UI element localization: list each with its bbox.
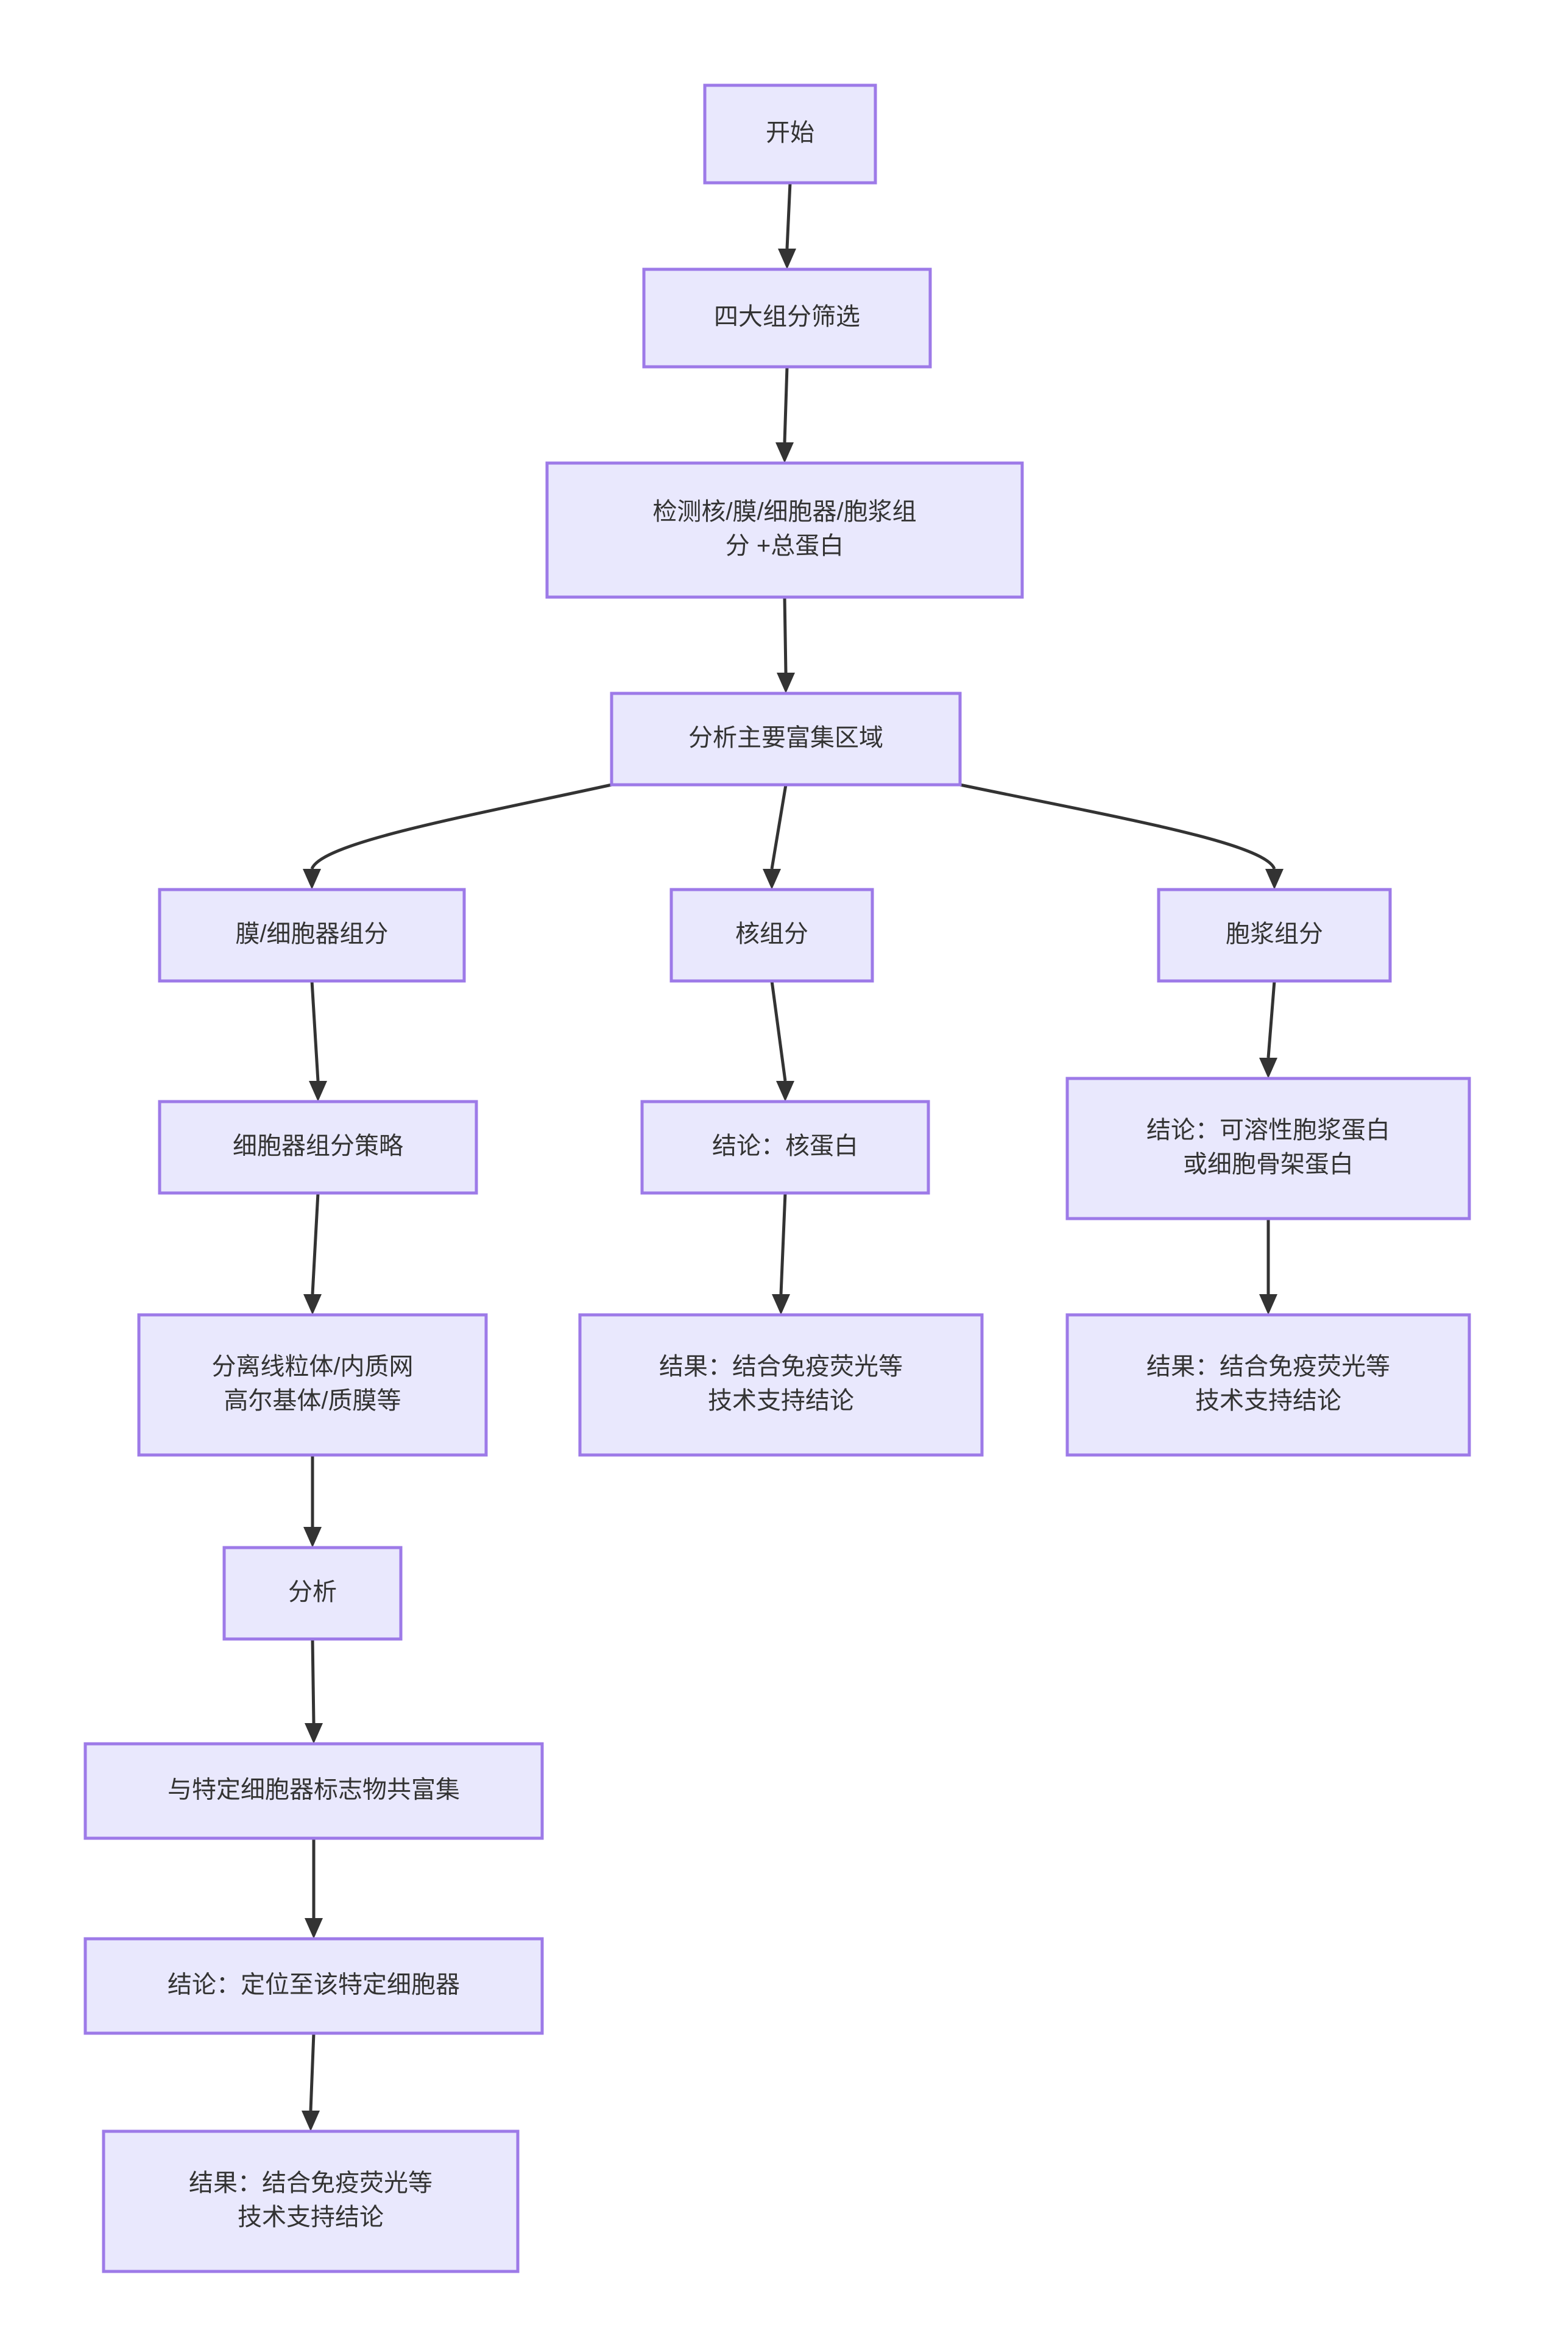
nuclear-result-node-label: 结果：结合免疫荧光等技术支持结论 xyxy=(659,1353,903,1414)
cytosolic-fraction-node-label: 胞浆组分 xyxy=(1226,921,1323,947)
organelle-result-node[interactable]: 结果：结合免疫荧光等技术支持结论 xyxy=(102,2129,520,2273)
nuclear-protein-conclusion-node[interactable]: 结论：核蛋白 xyxy=(640,1100,930,1195)
cytosolic-protein-conclusion-node-label: 结论：可溶性胞浆蛋白或细胞骨架蛋白 xyxy=(1146,1117,1390,1178)
isolate-organelles-node-label: 分离线粒体/内质网高尔基体/质膜等 xyxy=(211,1353,413,1414)
edge-nuclear-to-conclusion xyxy=(770,980,794,1102)
cytosolic-protein-conclusion-node[interactable]: 结论：可溶性胞浆蛋白或细胞骨架蛋白 xyxy=(1065,1077,1471,1220)
edge-region-to-nuclear-line xyxy=(770,784,788,869)
edge-membrane-to-strategy xyxy=(309,980,327,1102)
edge-screen-to-detect xyxy=(775,366,794,463)
edge-conclusion-to-result-line xyxy=(309,2033,316,2111)
edge-start-to-screen-line xyxy=(785,182,792,249)
nuclear-result-node-box[interactable] xyxy=(578,1313,984,1457)
organelle-result-node-box[interactable] xyxy=(102,2129,520,2273)
edge-cytosol-conclusion-to-result-arrowhead xyxy=(1259,1294,1277,1315)
organelle-result-node-label: 结果：结合免疫荧光等技术支持结论 xyxy=(189,2170,433,2231)
nuclear-protein-conclusion-node-box[interactable] xyxy=(640,1100,930,1195)
analyze-node[interactable]: 分析 xyxy=(222,1546,403,1641)
organelle-fraction-strategy-node-box[interactable] xyxy=(158,1100,478,1195)
detect-fractions-node[interactable]: 检测核/膜/细胞器/胞浆组分 +总蛋白 xyxy=(545,461,1024,599)
edge-detect-to-analyze-region xyxy=(777,596,795,693)
cytosolic-protein-conclusion-node-box[interactable] xyxy=(1065,1077,1471,1220)
organelle-localization-conclusion-node-label: 结论：定位至该特定细胞器 xyxy=(168,1971,460,1998)
edge-cytosol-to-conclusion-arrowhead xyxy=(1259,1058,1277,1078)
edge-start-to-screen-arrowhead xyxy=(778,249,796,269)
organelle-fraction-strategy-node[interactable]: 细胞器组分策略 xyxy=(158,1100,478,1195)
analyze-enrichment-region-node[interactable]: 分析主要富集区域 xyxy=(610,692,962,787)
isolate-organelles-node[interactable]: 分离线粒体/内质网高尔基体/质膜等 xyxy=(137,1313,488,1457)
membrane-organelle-fraction-node-box[interactable] xyxy=(158,888,466,983)
analyze-enrichment-region-node-label: 分析主要富集区域 xyxy=(688,724,883,751)
isolate-organelles-node-box[interactable] xyxy=(137,1313,488,1457)
organelle-localization-conclusion-node-box[interactable] xyxy=(83,1937,544,2035)
nuclear-protein-conclusion-node-label: 结论：核蛋白 xyxy=(712,1133,858,1159)
edge-strategy-to-isolate-line xyxy=(311,1192,320,1295)
cytosolic-result-node-box[interactable] xyxy=(1065,1313,1471,1457)
co-enrichment-marker-node[interactable]: 与特定细胞器标志物共富集 xyxy=(83,1742,544,1840)
edge-cytosol-to-conclusion-line xyxy=(1266,980,1276,1058)
organelle-localization-conclusion-node[interactable]: 结论：定位至该特定细胞器 xyxy=(83,1937,544,2035)
organelle-fraction-strategy-node-label: 细胞器组分策略 xyxy=(233,1133,403,1159)
membrane-organelle-fraction-node-label: 膜/细胞器组分 xyxy=(235,921,388,947)
edge-cytosol-to-conclusion xyxy=(1259,980,1277,1078)
edge-nuclear-to-conclusion-arrowhead xyxy=(776,1081,794,1102)
edge-detect-to-analyze-region-line xyxy=(783,596,788,673)
edge-analyze-to-co-enrich-line xyxy=(311,1638,316,1724)
edge-region-to-membrane-line xyxy=(310,783,612,870)
edges-layer xyxy=(302,182,1284,2131)
edge-analyze-to-co-enrich-arrowhead xyxy=(305,1723,323,1744)
edge-strategy-to-isolate xyxy=(303,1192,322,1315)
detect-fractions-node-box[interactable] xyxy=(545,461,1024,599)
analyze-enrichment-region-node-box[interactable] xyxy=(610,692,962,787)
edge-detect-to-analyze-region-arrowhead xyxy=(777,673,795,693)
four-fraction-screening-node-label: 四大组分筛选 xyxy=(714,303,860,330)
four-fraction-screening-node[interactable]: 四大组分筛选 xyxy=(642,267,932,369)
four-fraction-screening-node-box[interactable] xyxy=(642,267,932,369)
edge-nuclear-to-conclusion-line xyxy=(770,980,787,1081)
edge-cytosol-conclusion-to-result xyxy=(1259,1219,1277,1315)
cytosolic-result-node[interactable]: 结果：结合免疫荧光等技术支持结论 xyxy=(1065,1313,1471,1457)
edge-conclusion-to-result xyxy=(302,2033,320,2131)
edge-region-to-membrane-arrowhead xyxy=(303,869,321,890)
edge-strategy-to-isolate-arrowhead xyxy=(303,1294,322,1315)
edge-screen-to-detect-arrowhead xyxy=(775,442,794,463)
edge-co-enrich-to-conclusion-arrowhead xyxy=(305,1918,323,1939)
nuclear-result-node[interactable]: 结果：结合免疫荧光等技术支持结论 xyxy=(578,1313,984,1457)
edge-region-to-membrane xyxy=(303,783,612,890)
edge-isolate-to-analyze-arrowhead xyxy=(303,1527,322,1548)
edge-membrane-to-strategy-arrowhead xyxy=(309,1081,327,1102)
nuclear-fraction-node-label: 核组分 xyxy=(735,921,808,947)
cytosolic-fraction-node-box[interactable] xyxy=(1157,888,1392,983)
start-node-box[interactable] xyxy=(703,83,877,185)
edge-co-enrich-to-conclusion xyxy=(305,1838,323,1939)
edge-isolate-to-analyze xyxy=(303,1455,322,1548)
cytosolic-result-node-label: 结果：结合免疫荧光等技术支持结论 xyxy=(1146,1353,1390,1414)
edge-analyze-to-co-enrich xyxy=(305,1638,323,1744)
edge-nuclear-conclusion-to-result xyxy=(772,1192,790,1315)
nuclear-fraction-node[interactable]: 核组分 xyxy=(669,888,874,983)
edge-region-to-cytosol-line xyxy=(959,783,1276,870)
cytosolic-fraction-node[interactable]: 胞浆组分 xyxy=(1157,888,1392,983)
edge-nuclear-conclusion-to-result-line xyxy=(779,1192,787,1295)
edge-membrane-to-strategy-line xyxy=(310,980,320,1081)
edge-region-to-nuclear xyxy=(763,784,788,890)
start-node-label: 开始 xyxy=(766,119,814,146)
membrane-organelle-fraction-node[interactable]: 膜/细胞器组分 xyxy=(158,888,466,983)
edge-region-to-cytosol-arrowhead xyxy=(1265,869,1284,890)
edge-region-to-nuclear-arrowhead xyxy=(763,869,781,890)
start-node[interactable]: 开始 xyxy=(703,83,877,185)
analyze-node-label: 分析 xyxy=(288,1579,337,1605)
edge-region-to-cytosol xyxy=(959,783,1284,890)
edge-nuclear-conclusion-to-result-arrowhead xyxy=(772,1294,790,1315)
analyze-node-box[interactable] xyxy=(222,1546,403,1641)
edge-conclusion-to-result-arrowhead xyxy=(302,2111,320,2131)
co-enrichment-marker-node-box[interactable] xyxy=(83,1742,544,1840)
edge-screen-to-detect-line xyxy=(783,366,789,443)
nuclear-fraction-node-box[interactable] xyxy=(669,888,874,983)
detect-fractions-node-label: 检测核/膜/细胞器/胞浆组分 +总蛋白 xyxy=(652,498,916,559)
co-enrichment-marker-node-label: 与特定细胞器标志物共富集 xyxy=(168,1776,460,1803)
edge-start-to-screen xyxy=(778,182,796,269)
